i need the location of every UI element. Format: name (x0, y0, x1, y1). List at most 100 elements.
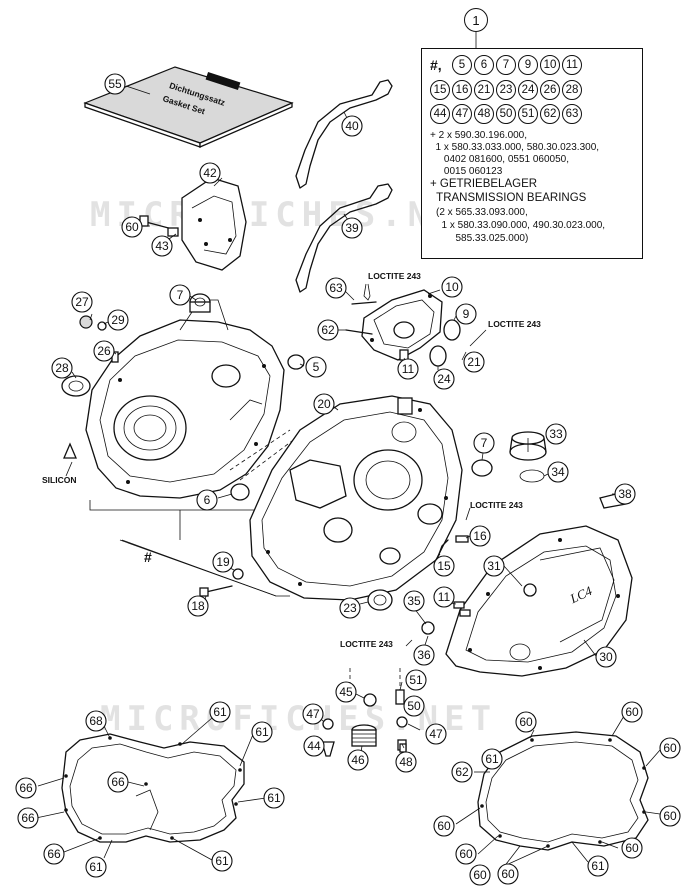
callout-36: 36 (413, 644, 435, 666)
right-crankcase (249, 395, 463, 601)
svg-text:6: 6 (204, 493, 211, 507)
cover-plate-28 (61, 375, 91, 397)
svg-text:61: 61 (255, 725, 269, 739)
svg-text:48: 48 (399, 755, 413, 769)
svg-text:18: 18 (191, 599, 205, 613)
screw-16 (455, 535, 469, 543)
washer-19 (232, 568, 244, 580)
plug-27 (79, 315, 93, 329)
svg-text:35: 35 (407, 594, 421, 608)
svg-text:16: 16 (473, 529, 487, 543)
parts-list-line: 0015 060123 (430, 166, 503, 177)
silicon-label: SILICON (42, 475, 76, 485)
svg-text:30: 30 (599, 650, 613, 664)
callout-42: 42 (199, 162, 221, 184)
svg-text:61: 61 (213, 705, 227, 719)
callout-38: 38 (614, 483, 636, 505)
callout-46: 46 (347, 749, 369, 771)
washer-47b (396, 716, 408, 728)
legend-callout: 50 (496, 104, 516, 124)
svg-text:47: 47 (306, 707, 320, 721)
gasket-39 (295, 183, 393, 293)
svg-text:47: 47 (429, 727, 443, 741)
svg-text:60: 60 (437, 819, 451, 833)
callout-55: 55 (104, 73, 126, 95)
svg-text:60: 60 (473, 868, 487, 882)
dowel-51 (395, 689, 405, 705)
svg-text:60: 60 (663, 809, 677, 823)
callout-66b: 66 (15, 777, 37, 799)
legend-callout: 15 (430, 80, 450, 100)
bolt-18 (205, 585, 233, 593)
legend-hash: #, (430, 56, 442, 73)
legend-callout: 10 (540, 55, 560, 75)
legend-row-2: 15 16 21 23 24 26 28 (430, 80, 582, 100)
bracket-42 (181, 177, 247, 271)
svg-text:38: 38 (618, 487, 632, 501)
svg-text:11: 11 (402, 362, 415, 376)
callout-61c: 61 (263, 787, 285, 809)
parts-list-line: + 2 x 590.30.196.000, (430, 130, 528, 141)
seal-24 (429, 345, 447, 367)
callout-51: 51 (405, 669, 427, 691)
callout-24: 24 (433, 368, 455, 390)
callout-66c: 66 (17, 807, 39, 829)
parts-list-line: 0402 081600, 0551 060050, (430, 154, 570, 165)
svg-text:55: 55 (108, 77, 122, 91)
bearing-support-10 (361, 289, 443, 361)
callout-5: 5 (305, 356, 327, 378)
callout-11b: 11 (433, 586, 455, 608)
parts-legend-box: #, 5 6 7 9 10 11 15 16 21 23 24 26 28 44… (421, 48, 643, 259)
plug-44 (321, 741, 335, 757)
loctite-label-a: LOCTITE 243 (368, 271, 421, 281)
bearings-title: + GETRIEBELAGER TRANSMISSION BEARINGS (430, 178, 587, 204)
legend-callout: 63 (562, 104, 582, 124)
svg-text:9: 9 (463, 307, 470, 321)
callout-45: 45 (335, 681, 357, 703)
leader-lines (35, 85, 661, 873)
legend-callout: 24 (518, 80, 538, 100)
svg-text:39: 39 (345, 221, 359, 235)
bearing-9 (443, 319, 461, 341)
svg-text:60: 60 (663, 741, 677, 755)
callout-48: 48 (395, 751, 417, 773)
svg-text:60: 60 (625, 841, 639, 855)
clutch-cover-30: LC4 (445, 525, 633, 677)
svg-text:60: 60 (625, 705, 639, 719)
svg-text:46: 46 (351, 753, 365, 767)
callout-7b: 7 (473, 432, 495, 454)
svg-text:50: 50 (407, 699, 421, 713)
svg-text:61: 61 (485, 752, 499, 766)
callout-28: 28 (51, 357, 73, 379)
parts-list-line: 1 x 580.33.033.000, 580.30.023.300, (430, 142, 600, 153)
legend-callout: 6 (474, 55, 494, 75)
svg-text:36: 36 (417, 648, 431, 662)
callout-47a: 47 (302, 703, 324, 725)
filter-46 (351, 724, 377, 747)
bolt-62 (345, 329, 373, 335)
callout-26: 26 (93, 340, 115, 362)
callout-66a: 66 (107, 771, 129, 793)
legend-callout: 23 (496, 80, 516, 100)
callout-19: 19 (212, 551, 234, 573)
callout-44: 44 (303, 735, 325, 757)
bolt-63 (351, 301, 377, 305)
svg-text:61: 61 (267, 791, 281, 805)
callout-10: 10 (441, 276, 463, 298)
svg-text:34: 34 (551, 465, 565, 479)
callout-60b: 60 (515, 711, 537, 733)
svg-text:61: 61 (591, 859, 605, 873)
legend-callout: 9 (518, 55, 538, 75)
svg-text:62: 62 (321, 323, 335, 337)
hash-mark: # (144, 549, 152, 565)
part-35 (421, 621, 435, 635)
plug-31 (523, 583, 537, 597)
svg-text:10: 10 (445, 280, 459, 294)
bushing-5 (287, 354, 305, 370)
gasket-right (477, 731, 649, 851)
callout-7a: 7 (169, 284, 191, 306)
legend-callout: 16 (452, 80, 472, 100)
callout-1: 1 (464, 8, 488, 32)
callout-60g: 60 (621, 837, 643, 859)
